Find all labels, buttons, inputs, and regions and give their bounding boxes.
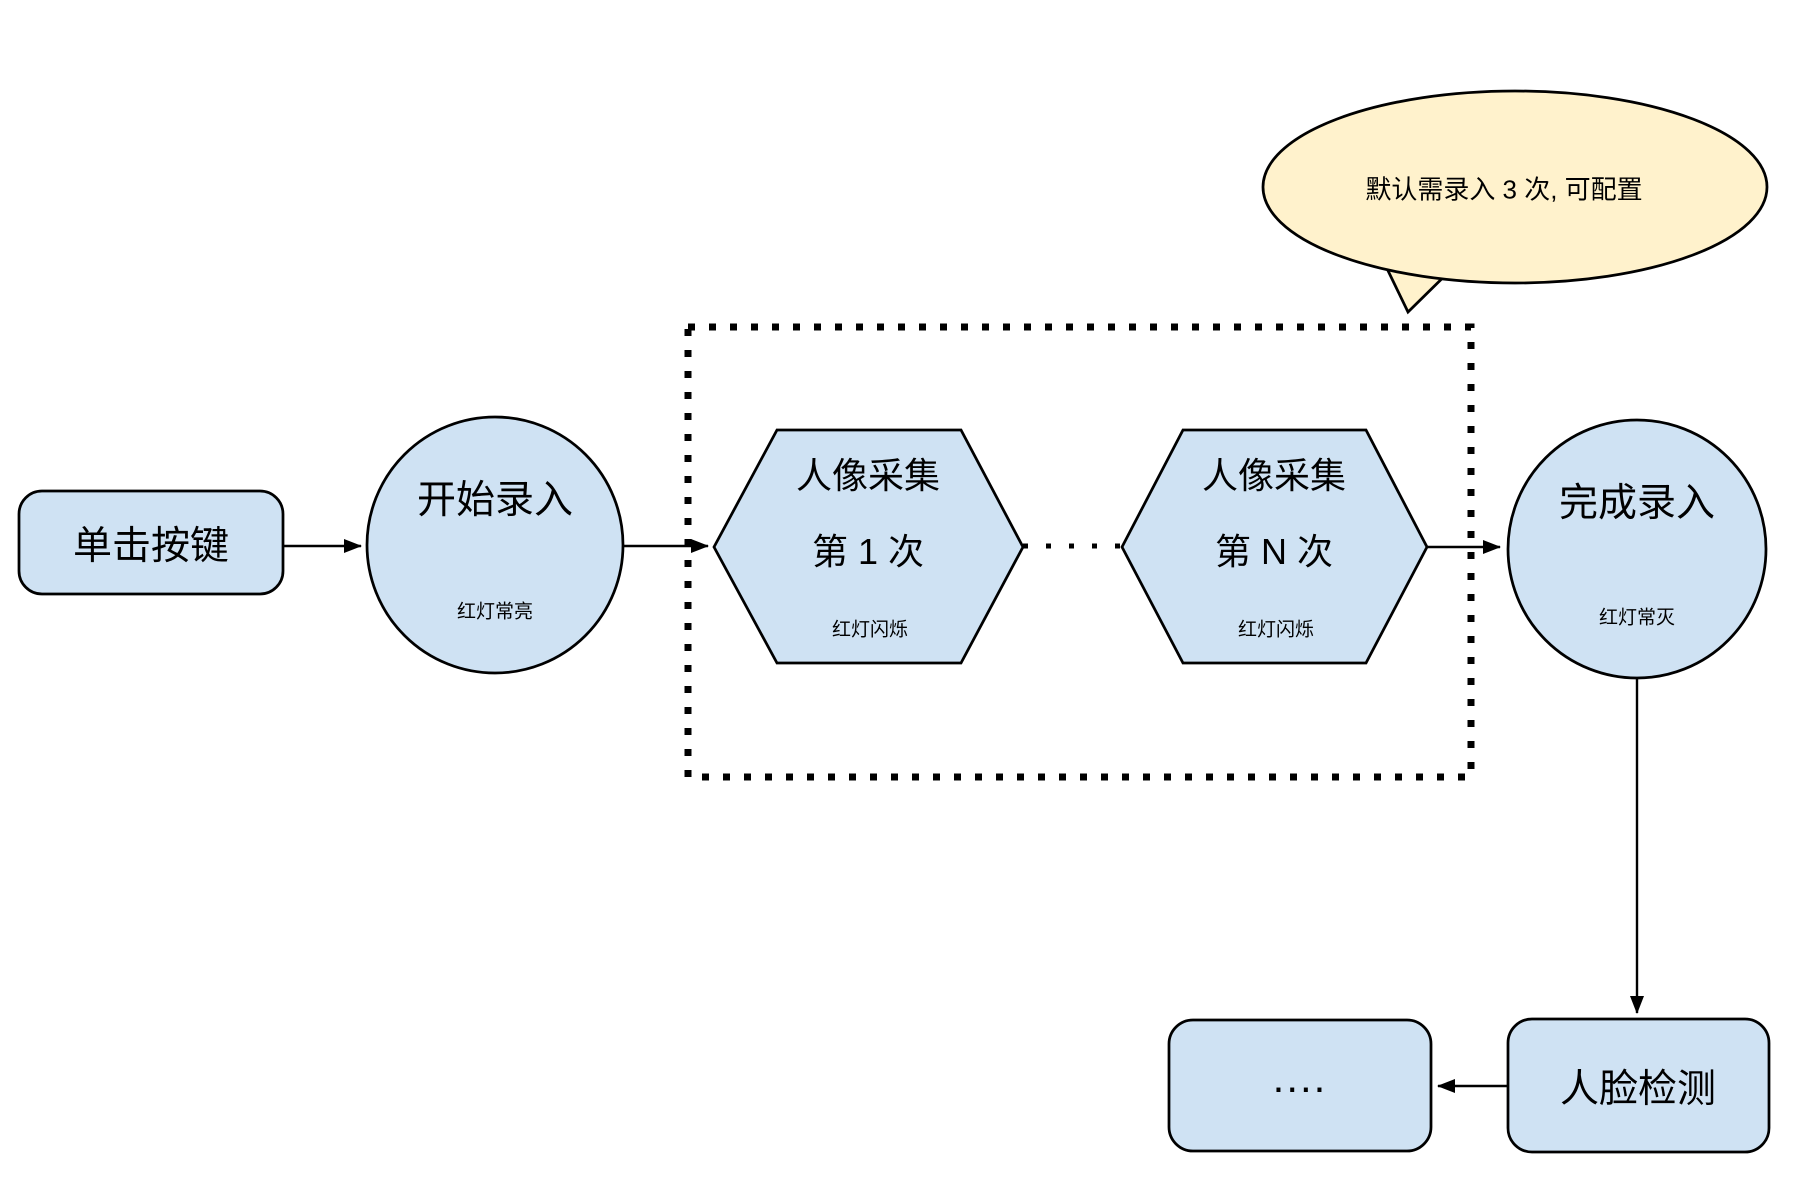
capture-n-status: 红灯闪烁 [1237, 619, 1315, 641]
callout-bubble [1261, 89, 1769, 285]
start-entry-label: 开始录入 [416, 479, 574, 522]
more-steps-shape [1167, 1018, 1433, 1153]
more-steps-label: .... [1272, 1054, 1328, 1101]
click-button-shape [17, 489, 285, 596]
start-entry-status: 红灯常亮 [456, 601, 534, 623]
finish-entry-circle [1506, 418, 1768, 680]
callout-text: 默认需录入 3 次, 可配置 [1365, 174, 1643, 205]
capture-1-status: 红灯闪烁 [831, 619, 909, 641]
capture-n-label-line1: 人像采集 [1201, 455, 1347, 496]
finish-entry-status: 红灯常灭 [1598, 607, 1676, 629]
face-detect-label: 人脸检测 [1559, 1068, 1717, 1111]
capture-1-label-line1: 人像采集 [795, 455, 941, 496]
capture-n-label-line2: 第 N 次 [1214, 531, 1334, 572]
finish-entry-label: 完成录入 [1558, 482, 1716, 525]
capture-1-label-line2: 第 1 次 [811, 531, 925, 572]
repeat-group-dotted-box [684, 323, 1475, 781]
click-button-label: 单击按键 [72, 525, 230, 568]
start-entry-circle [365, 415, 625, 675]
